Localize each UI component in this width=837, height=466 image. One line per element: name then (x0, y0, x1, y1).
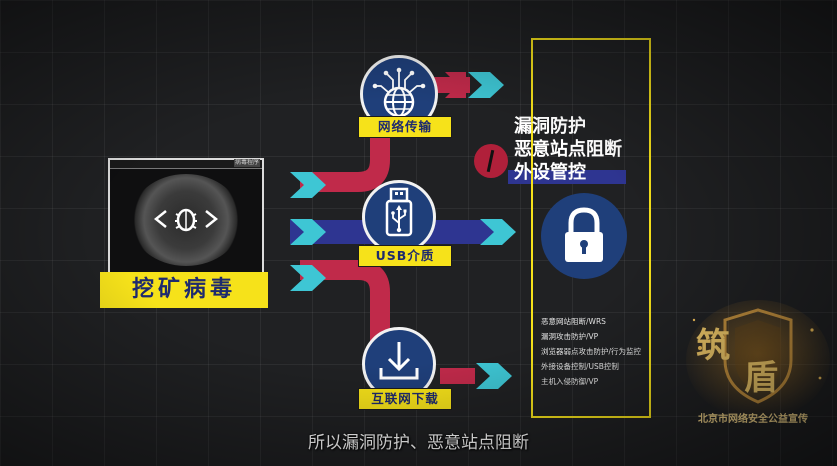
network-label: 网络传输 (358, 116, 452, 138)
virus-label: 挖矿病毒 (100, 272, 268, 308)
shield-emblem: 筑 盾 北京市网络安全公益宣传 (680, 300, 830, 430)
feature-item-3: 浏览器弱点攻击防护/行为监控 (541, 347, 642, 356)
window-titlebar: 病毒程序 (110, 159, 262, 169)
feature-item-5: 主机入侵防御/VP (541, 377, 599, 386)
bug-code-icon (150, 202, 222, 236)
usb-icon (385, 187, 413, 237)
feature-item-4: 外接设备控制/USB控制 (541, 362, 619, 371)
protection-item-3: 外设管控 (514, 162, 586, 183)
feature-item-1: 恶意网站阻断/WRS (541, 317, 606, 326)
lock-circle (541, 193, 627, 279)
window-tag: 病毒程序 (233, 159, 260, 167)
emblem-caption: 北京市网络安全公益宣传 (698, 414, 808, 425)
internet-label: 互联网下载 (358, 388, 452, 410)
emblem-char-1: 筑 (696, 326, 730, 366)
marker-dot (474, 144, 508, 178)
virus-window: 病毒程序 (108, 158, 264, 274)
emblem-char-2: 盾 (744, 358, 778, 398)
subtitle-caption: 所以漏洞防护、恶意站点阻断 (308, 433, 529, 453)
usb-label: USB介质 (358, 245, 452, 267)
protection-item-1: 漏洞防护 (514, 116, 586, 137)
padlock-icon (565, 207, 603, 262)
usb-source (362, 180, 436, 254)
protection-item-2: 恶意站点阻断 (514, 139, 622, 160)
feature-item-2: 漏洞攻击防护/VP (541, 332, 599, 341)
